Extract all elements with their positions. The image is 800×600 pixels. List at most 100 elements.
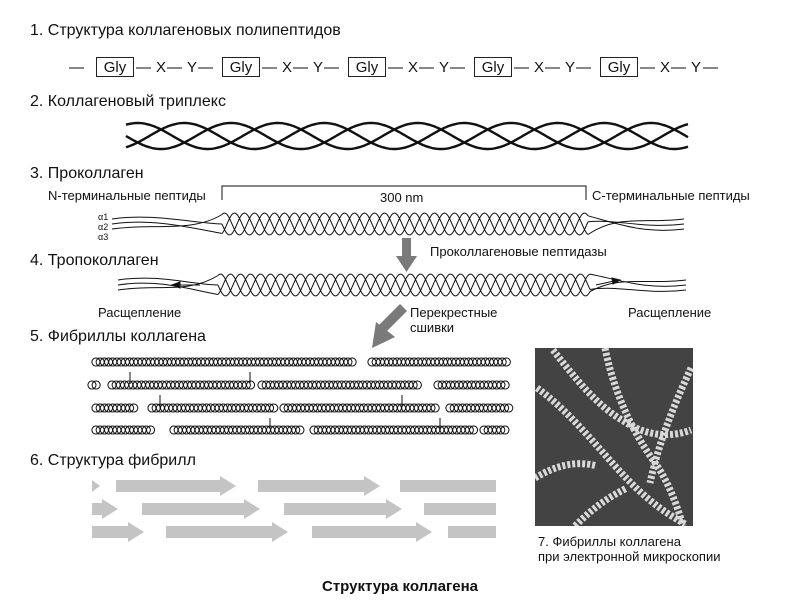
cleavage-arrow-left xyxy=(170,281,200,289)
fibril-arrow xyxy=(92,499,118,519)
gly-box: Gly xyxy=(96,57,134,77)
length-label: 300 nm xyxy=(380,190,424,205)
sequence-connector: — xyxy=(324,59,339,76)
sequence-connector: — xyxy=(545,59,560,76)
chain-label: α3 xyxy=(98,232,109,242)
fibril-arrow xyxy=(142,499,260,519)
helix-strand xyxy=(125,121,689,151)
gly-box: Gly xyxy=(600,57,638,77)
residue-y: Y xyxy=(187,59,198,76)
cleavage-right-label: Расщепление xyxy=(628,305,712,320)
fibril-bar xyxy=(448,526,496,538)
sequence-connector: — xyxy=(136,59,151,76)
section-2-title: 2. Коллагеновый триплекс xyxy=(30,93,226,110)
micrograph-caption-line2: при электронной микроскопии xyxy=(538,549,721,564)
sequence-connector: — xyxy=(671,59,686,76)
residue-x: X xyxy=(534,59,545,76)
peptide-tail xyxy=(589,279,687,292)
residue-y: Y xyxy=(691,59,702,76)
fibril-coil-segment xyxy=(107,380,256,390)
crosslinks-label-line2: сшивки xyxy=(410,320,455,335)
helix-strand xyxy=(221,212,589,236)
peptide-tail xyxy=(587,215,685,231)
gly-box: Gly xyxy=(348,57,386,77)
section-3-title: 3. Проколлаген xyxy=(30,165,144,182)
helix-strand xyxy=(221,212,589,236)
processing-arrow xyxy=(396,238,417,272)
cleavage-left-label: Расщепление xyxy=(98,305,182,320)
helix-strand xyxy=(217,273,591,297)
n-terminal-label: N-терминальные пептиды xyxy=(48,188,206,203)
peptide-tail xyxy=(111,216,223,225)
collagen-triple-helix xyxy=(125,121,689,151)
fibril-coil-segment xyxy=(91,403,139,413)
sequence-connector: — xyxy=(576,59,591,76)
sequence-connector: — xyxy=(640,59,655,76)
fibril-structure xyxy=(92,476,496,542)
fibril-arrow xyxy=(92,522,144,542)
fibril-coil-segment xyxy=(87,380,101,390)
gly-box: Gly xyxy=(222,57,260,77)
helix-strand xyxy=(125,121,689,151)
peptide-tail xyxy=(117,277,219,286)
sequence-connector: — xyxy=(419,59,434,76)
residue-y: Y xyxy=(313,59,324,76)
fibril-coil-segment xyxy=(147,403,279,413)
helix-strand xyxy=(125,121,689,151)
section-5-title: 5. Фибриллы коллагена xyxy=(30,328,206,345)
procollagen-molecule xyxy=(111,212,685,236)
electron-micrograph xyxy=(535,348,693,526)
enzyme-label: Проколлагеновые пептидазы xyxy=(430,244,607,259)
fibril-coil-segment xyxy=(279,403,440,413)
procollagen-length-bracket xyxy=(221,185,587,200)
helix-strand xyxy=(217,273,591,297)
peptide-tail xyxy=(587,220,685,226)
residue-x: X xyxy=(156,59,167,76)
fibril-coil-segment xyxy=(91,425,156,435)
fibril-coil-segment xyxy=(257,380,422,390)
peptide-tail xyxy=(117,282,219,295)
fibril-coil-segment xyxy=(367,357,511,367)
micrograph-caption-line1: 7. Фибриллы коллагена xyxy=(538,534,681,549)
collagen-fibrils xyxy=(87,357,514,435)
chain-label: α1 xyxy=(98,212,109,222)
helix-strand xyxy=(217,273,591,297)
crosslinks-label-line1: Перекрестные xyxy=(410,305,498,320)
sequence-connector: — xyxy=(198,59,213,76)
fibril-coil-segment xyxy=(433,380,510,390)
sequence-lead: — xyxy=(69,59,84,76)
sequence-connector: — xyxy=(293,59,308,76)
sequence-connector: — xyxy=(514,59,529,76)
residue-y: Y xyxy=(439,59,450,76)
residue-x: X xyxy=(660,59,671,76)
figure-caption: Структура коллагена xyxy=(321,578,479,595)
residue-y: Y xyxy=(565,59,576,76)
sequence-connector: — xyxy=(167,59,182,76)
section-1-title: 1. Структура коллагеновых полипептидов xyxy=(30,22,341,39)
fibril-bar xyxy=(424,503,496,515)
cleavage-arrow-right xyxy=(595,277,622,286)
fibril-bar xyxy=(400,480,496,492)
peptide-tail xyxy=(111,214,223,230)
fibril-coil-segment xyxy=(91,357,357,367)
sequence-tail: — xyxy=(703,59,718,76)
fibril-arrow xyxy=(258,476,380,496)
crosslinks-arrow xyxy=(372,304,407,348)
residue-x: X xyxy=(408,59,419,76)
sequence-connector: — xyxy=(262,59,277,76)
fibril-coil-segment xyxy=(169,425,305,435)
residue-x: X xyxy=(282,59,293,76)
fibril-arrow xyxy=(116,476,236,496)
sequence-connector: — xyxy=(450,59,465,76)
fibril-coil-segment xyxy=(479,425,510,435)
peptide-tail xyxy=(111,221,223,234)
fibril-coil-segment xyxy=(445,403,514,413)
peptide-tail xyxy=(587,218,685,235)
section-6-title: 6. Структура фибрилл xyxy=(30,452,196,469)
section-4-title: 4. Тропоколлаген xyxy=(30,252,159,269)
sequence-connector: — xyxy=(388,59,403,76)
gly-box: Gly xyxy=(474,57,512,77)
fibril-arrow xyxy=(312,522,432,542)
fibril-arrow xyxy=(166,522,288,542)
